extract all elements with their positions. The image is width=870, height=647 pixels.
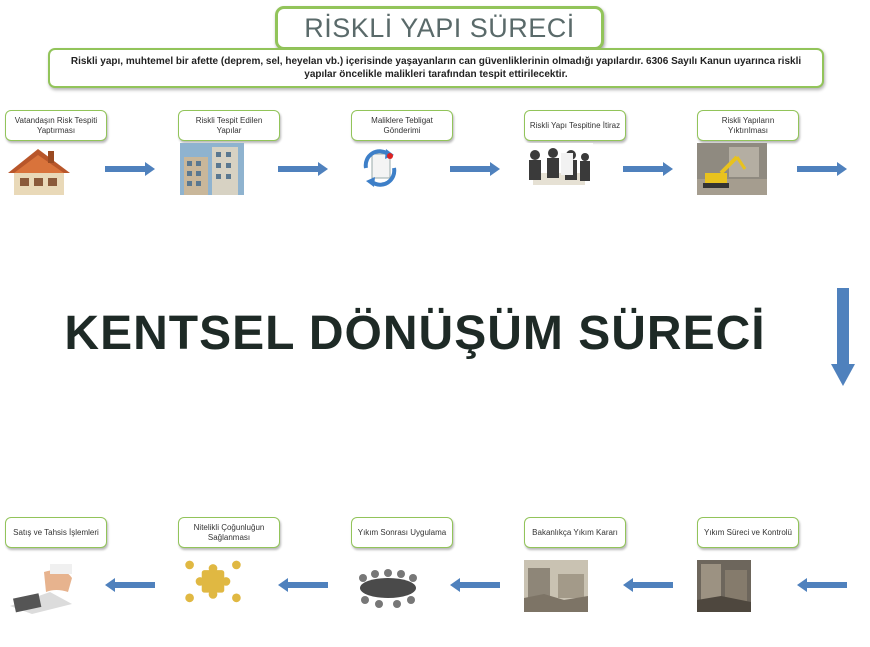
arrow-left-3 — [450, 578, 500, 592]
arrow-left-1 — [105, 578, 155, 592]
demolished-building-icon — [697, 560, 751, 612]
step-risky-buildings: Riskli Tespit Edilen Yapılar — [178, 110, 280, 141]
step-notification: Maliklere Tebligat Gönderimi — [351, 110, 453, 141]
people-meeting-icon — [523, 143, 593, 195]
building-icon — [180, 143, 244, 195]
arrow-left-2 — [278, 578, 328, 592]
arrow-right-2 — [278, 162, 328, 176]
description-box: Riskli yapı, muhtemel bir afette (deprem… — [48, 48, 824, 88]
arrow-right-3 — [450, 162, 500, 176]
step-demolition-control: Yıkım Süreci ve Kontrolü — [697, 517, 799, 548]
arrow-right-1 — [105, 162, 155, 176]
step-post-demolition: Yıkım Sonrası Uygulama — [351, 517, 453, 548]
step-ministry-decision: Bakanlıkça Yıkım Kararı — [524, 517, 626, 548]
conference-table-icon — [359, 569, 417, 608]
step-sales-allocation: Satış ve Tahsis İşlemleri — [5, 517, 107, 548]
arrow-down — [831, 288, 855, 386]
arrow-left-5 — [797, 578, 847, 592]
step-objection: Riskli Yapı Tespitine İtiraz — [524, 110, 626, 141]
step-risk-assessment: Vatandaşın Risk Tespiti Yaptırması — [5, 110, 107, 141]
refresh-document-icon — [363, 149, 397, 187]
ruins-icon — [524, 560, 588, 612]
arrow-left-4 — [623, 578, 673, 592]
house-roof-icon — [8, 149, 70, 195]
puzzle-people-icon — [185, 560, 241, 603]
step-qualified-majority: Nitelikli Çoğunluğun Sağlanması — [178, 517, 280, 548]
step-demolition: Riskli Yapıların Yıktırılması — [697, 110, 799, 141]
calculator-hand-icon — [10, 564, 72, 614]
page-title: RİSKLİ YAPI SÜRECİ — [275, 6, 604, 50]
arrow-right-5 — [797, 162, 847, 176]
main-title: KENTSEL DÖNÜŞÜM SÜRECİ — [64, 307, 766, 360]
excavator-icon — [697, 143, 767, 195]
arrow-right-4 — [623, 162, 673, 176]
